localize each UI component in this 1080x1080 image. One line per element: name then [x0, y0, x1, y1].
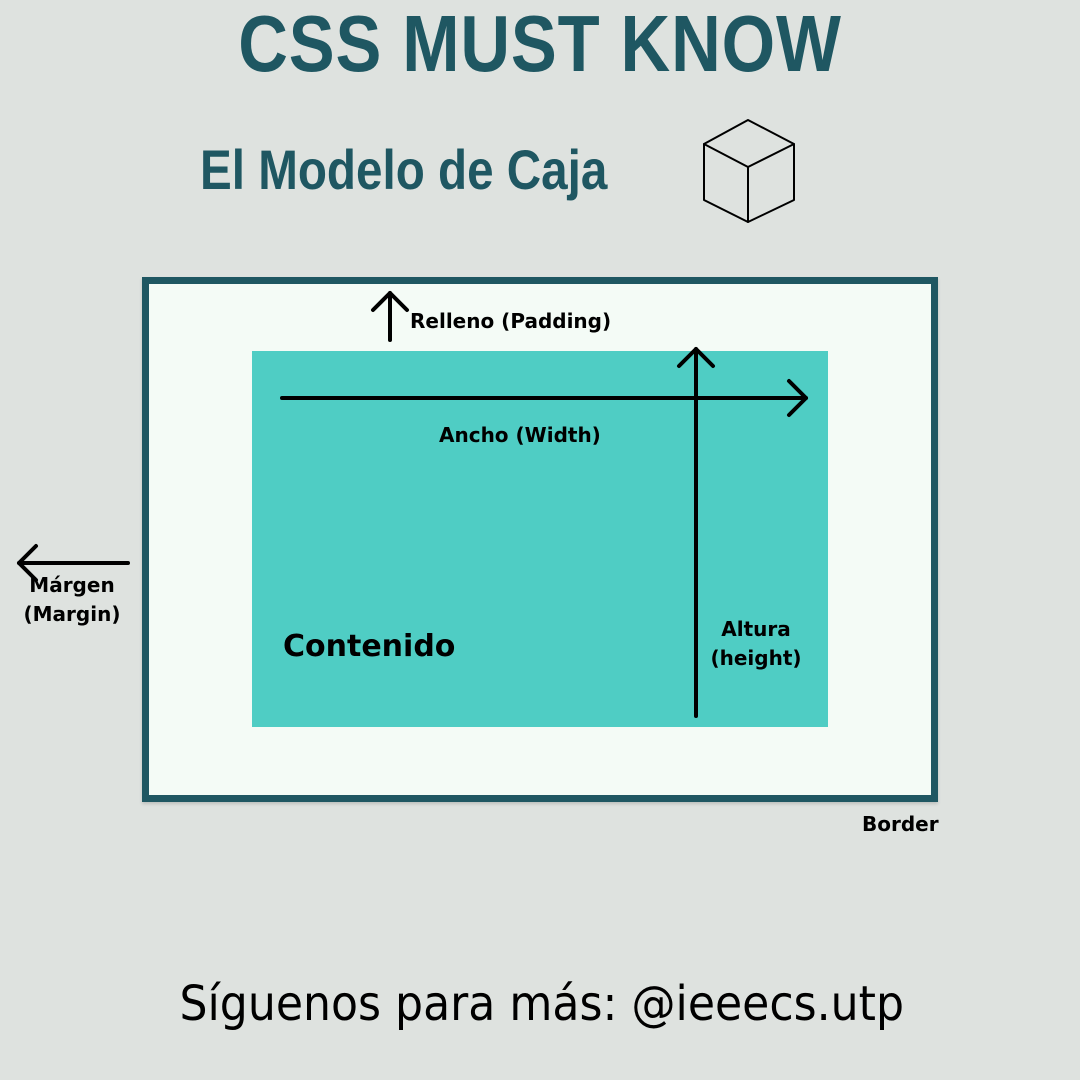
- margin-label-line1: Márgen: [29, 573, 115, 597]
- border-label: Border: [862, 812, 939, 836]
- page-subtitle: El Modelo de Caja: [200, 138, 608, 201]
- margin-arrow-left-icon: [17, 544, 130, 582]
- footer: Síguenos para más: @ieeecs.utp: [0, 972, 1080, 1036]
- margin-label: Márgen (Margin): [17, 571, 127, 629]
- padding-label: Relleno (Padding): [410, 309, 612, 333]
- height-label: Altura (height): [704, 615, 808, 673]
- footer-text: Síguenos para más: @ieeecs.utp: [179, 976, 905, 1032]
- height-label-line1: Altura: [721, 617, 791, 641]
- width-arrow-right-icon: [280, 379, 808, 417]
- height-arrow-up-icon: [677, 347, 715, 718]
- content-area: [252, 351, 828, 727]
- width-label: Ancho (Width): [439, 423, 601, 447]
- padding-arrow-up-icon: [371, 291, 409, 342]
- cube-icon: [703, 119, 795, 223]
- margin-label-line2: (Margin): [23, 602, 121, 626]
- page-title: CSS MUST KNOW: [238, 0, 842, 88]
- content-label: Contenido: [283, 629, 456, 664]
- height-label-line2: (height): [710, 646, 802, 670]
